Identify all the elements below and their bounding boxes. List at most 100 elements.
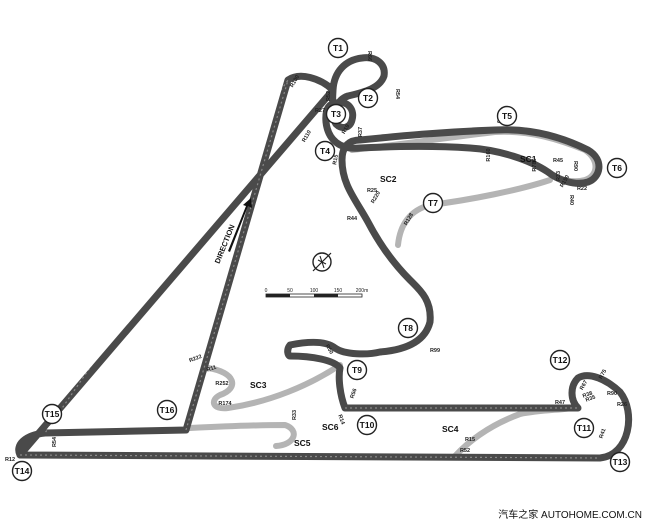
compass-icon [312, 252, 332, 272]
turn-marker-t7: T7 [422, 192, 444, 214]
watermark: 汽车之家 AUTOHOME.COM.CN [498, 508, 642, 521]
radius-label: R100 [289, 74, 301, 88]
turn-label: T6 [612, 163, 622, 173]
radius-label: R15 [465, 437, 475, 443]
radius-label: R27 [315, 108, 325, 114]
radius-label: R37 [358, 127, 364, 137]
radius-label: R66 [366, 51, 372, 61]
radius-label: R128 [403, 212, 415, 226]
section-labels: SC1 SC2 SC3 SC4 SC5 SC6 [250, 154, 537, 448]
radius-label: R174 [218, 401, 232, 407]
radius-label: R786 [532, 158, 538, 171]
sc1-label: SC1 [520, 154, 537, 164]
radius-label: R54 [394, 89, 400, 100]
radius-label: R90 [607, 391, 617, 397]
t7-route [395, 177, 553, 248]
turn-label: T5 [502, 111, 512, 121]
sc6-label: SC6 [322, 422, 339, 432]
radius-label: R12 [5, 457, 15, 463]
radius-label: R11 [206, 365, 217, 374]
turn-marker-t1: T1 [327, 37, 349, 59]
turn-marker-t10: T10 [356, 414, 378, 436]
radius-label: R47 [555, 400, 565, 406]
turn-label: T1 [333, 43, 343, 53]
scale-tick-4: 200m [356, 288, 369, 294]
track-outline [15, 54, 633, 462]
sc2-label: SC2 [380, 174, 397, 184]
turn-label: T16 [160, 405, 175, 415]
turn-marker-t13: T13 [609, 451, 631, 473]
radius-label: R19 [341, 124, 351, 136]
sc5-route [187, 422, 297, 449]
turn-label: T12 [553, 355, 568, 365]
turn-label: T9 [352, 365, 362, 375]
turn-marker-t6: T6 [606, 157, 628, 179]
radius-label: R14 [336, 414, 345, 426]
direction-arrow-icon [228, 198, 252, 252]
turn-marker-t11: T11 [573, 417, 595, 439]
turn-marker-t3: T3 [325, 103, 347, 125]
turn-marker-t8: T8 [397, 317, 419, 339]
radius-label: R44 [347, 216, 358, 222]
turn-marker-t14: T14 [11, 460, 33, 482]
turn-label: T10 [360, 420, 375, 430]
turn-label: T8 [403, 323, 413, 333]
turn-label: T15 [45, 409, 60, 419]
radius-label: R50 [324, 344, 334, 356]
radius-label: R15 [332, 154, 340, 165]
sc4-label: SC4 [442, 424, 459, 434]
radius-label: R52 [460, 448, 470, 454]
turn-marker-t9: T9 [346, 359, 368, 381]
radius-label: R99 [430, 348, 440, 354]
scale-bar: 0 50 100 150 200m [265, 288, 369, 298]
radius-label: R52 [326, 91, 332, 101]
radius-label: R40 [568, 195, 574, 205]
sc5-label: SC5 [294, 438, 311, 448]
radius-label: R90 [572, 161, 578, 171]
radius-label: R26 [617, 402, 627, 408]
main-track [15, 54, 633, 462]
sc4-route [452, 405, 575, 459]
radius-label: R35 [585, 395, 597, 404]
radius-label: R33 [292, 410, 298, 420]
radius-label: R56 [350, 388, 359, 400]
turn-marker-t16: T16 [156, 399, 178, 421]
turn-marker-t15: T15 [41, 403, 63, 425]
radius-label: R67 [579, 380, 589, 392]
turn-marker-t5: T5 [496, 105, 518, 127]
sc3-route [205, 362, 343, 412]
radius-label: R22 [577, 186, 587, 192]
radius-label: R38 [582, 391, 594, 400]
radius-labels: R100R66R52R54R27R19R37R110R15R70R90R160R… [5, 51, 627, 463]
radius-label: R110 [301, 129, 313, 143]
track-centerline [19, 79, 601, 459]
turn-label: T4 [320, 146, 330, 156]
radius-label: R150 [559, 174, 571, 188]
radius-label: R252 [215, 381, 228, 387]
radius-label: R54 [52, 436, 58, 447]
turn-label: T11 [577, 423, 591, 433]
radius-label: R33 [556, 171, 562, 181]
turn-label: T3 [331, 109, 341, 119]
radius-label: R75 [598, 369, 608, 381]
radius-label: R25 [367, 188, 377, 194]
turn-marker-t2: T2 [357, 87, 379, 109]
turn-label: T7 [428, 198, 438, 208]
turn-marker-t4: T4 [314, 140, 336, 162]
scale-tick-3: 150 [334, 288, 343, 294]
scale-tick-1: 50 [287, 288, 293, 294]
radius-label: R222 [188, 354, 202, 364]
sc3-label: SC3 [250, 380, 267, 390]
radius-label: R41 [599, 428, 608, 440]
scale-tick-2: 100 [310, 288, 319, 294]
radius-label: R45 [553, 158, 563, 164]
turn-marker-t12: T12 [549, 349, 571, 371]
turn-label: T2 [363, 93, 373, 103]
radius-label: R220 [370, 190, 382, 204]
radius-label: R160 [486, 148, 492, 161]
turn-label: T13 [613, 457, 628, 467]
turn-label: T14 [15, 466, 30, 476]
scale-tick-0: 0 [265, 288, 268, 294]
